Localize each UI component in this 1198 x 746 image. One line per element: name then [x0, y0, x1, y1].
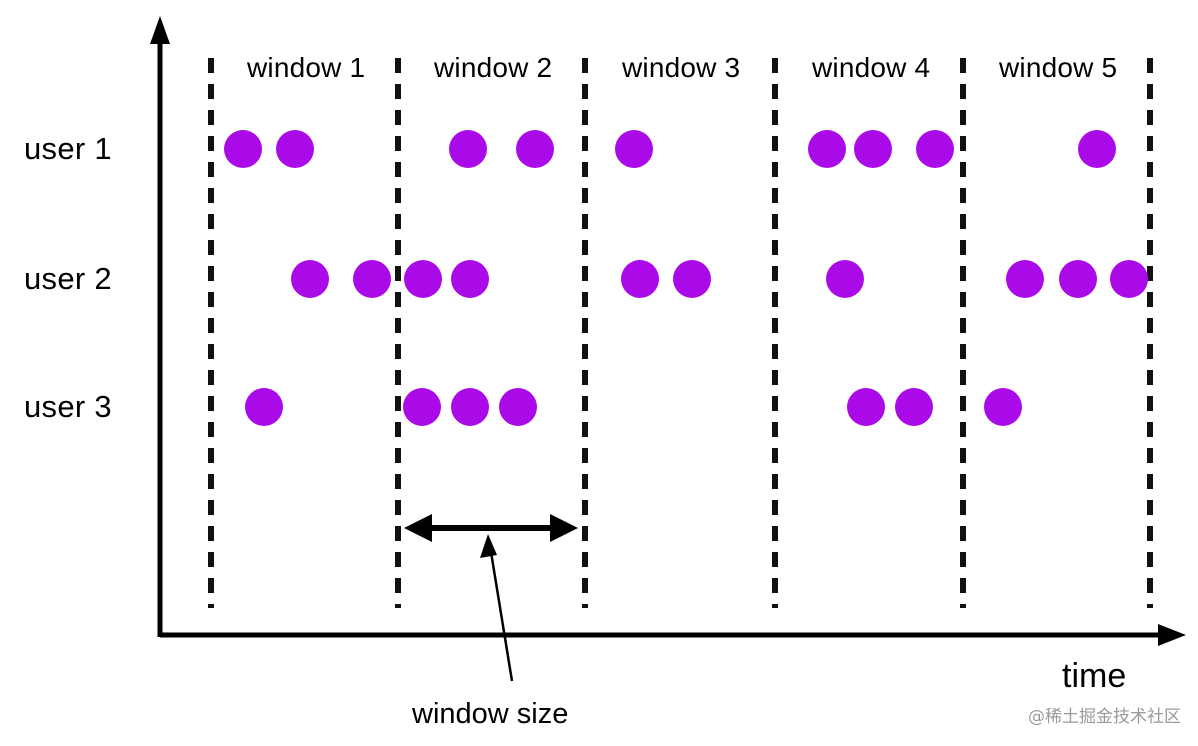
event-dot	[847, 388, 885, 426]
event-dots-user-3	[245, 388, 1022, 426]
event-dot	[984, 388, 1022, 426]
event-dots-user-1	[224, 130, 1116, 168]
event-dot	[276, 130, 314, 168]
event-dot	[449, 130, 487, 168]
event-dot	[1006, 260, 1044, 298]
event-dot	[499, 388, 537, 426]
event-dot	[245, 388, 283, 426]
event-dot	[403, 388, 441, 426]
x-axis-label-time: time	[1062, 657, 1127, 695]
window-label-3: window 3	[622, 52, 741, 83]
event-dot	[516, 130, 554, 168]
double-arrow-left-head	[404, 514, 432, 542]
window-size-label: window size	[412, 698, 569, 730]
event-dot	[615, 130, 653, 168]
event-dot	[916, 130, 954, 168]
event-dot	[353, 260, 391, 298]
window-label-2: window 2	[434, 52, 553, 83]
window-label-4: window 4	[812, 52, 931, 83]
window-dividers	[208, 58, 1153, 608]
window-label-5: window 5	[999, 52, 1118, 83]
row-label-user-1: user 1	[24, 131, 112, 166]
event-dot	[404, 260, 442, 298]
event-dot	[895, 388, 933, 426]
event-dot	[1078, 130, 1116, 168]
double-arrow-right-head	[550, 514, 578, 542]
event-dots-user-2	[291, 260, 1148, 298]
x-axis-arrowhead	[1158, 624, 1186, 646]
window-size-double-arrow	[404, 514, 578, 542]
row-label-user-3: user 3	[24, 389, 112, 424]
event-dot	[826, 260, 864, 298]
event-dot	[808, 130, 846, 168]
event-dot	[1059, 260, 1097, 298]
event-dot	[673, 260, 711, 298]
pointer-arrowhead	[480, 534, 497, 558]
x-axis	[160, 624, 1186, 646]
event-dot	[1110, 260, 1148, 298]
event-dot	[854, 130, 892, 168]
y-axis-arrowhead	[150, 16, 170, 44]
row-label-user-2: user 2	[24, 261, 112, 296]
window-size-pointer	[480, 534, 514, 682]
event-dot	[451, 260, 489, 298]
event-dot	[291, 260, 329, 298]
window-label-1: window 1	[247, 52, 366, 83]
event-dot	[224, 130, 262, 168]
y-axis	[150, 16, 170, 637]
watermark-text: @稀土掘金技术社区	[1028, 707, 1181, 727]
event-dot	[621, 260, 659, 298]
event-dot	[451, 388, 489, 426]
